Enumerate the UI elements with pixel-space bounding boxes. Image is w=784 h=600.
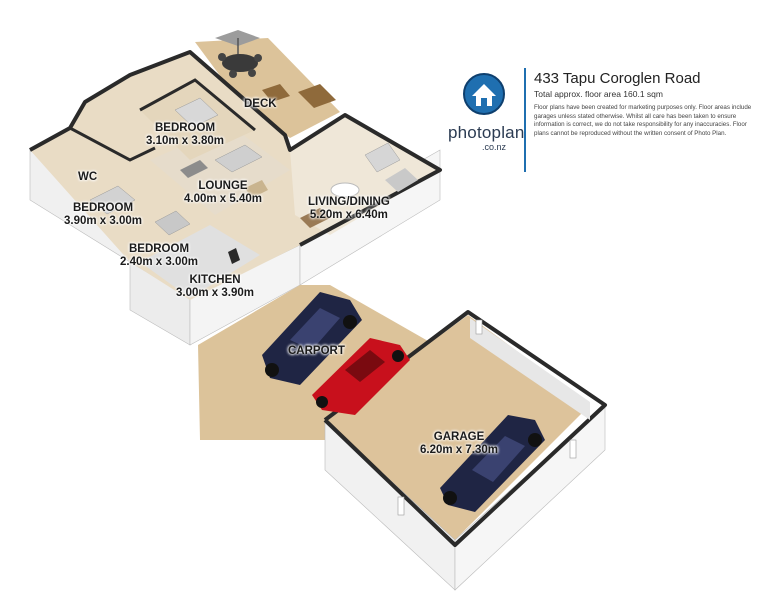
inner-wall-tops: [69, 126, 156, 162]
living-floor: [290, 115, 440, 235]
room-name: DECK: [244, 98, 277, 110]
room-name: BEDROOM: [154, 122, 216, 134]
room-label-carport: CARPORT: [288, 345, 345, 358]
property-address: 433 Tapu Coroglen Road: [534, 70, 701, 87]
living-furniture: [300, 142, 418, 228]
room-label-deck: DECK: [244, 98, 277, 111]
deck-bench: [262, 84, 336, 108]
room-name: GARAGE: [433, 431, 485, 443]
room-name: CARPORT: [288, 345, 345, 357]
patio-umbrella: [215, 30, 262, 78]
kitchen-floor: [140, 225, 260, 298]
brand-name: photoplan: [448, 123, 525, 142]
room-name: LOUNGE: [198, 180, 248, 192]
room-size: 3.90m x 3.00m: [64, 215, 143, 227]
room-name: WC: [78, 171, 98, 183]
room-label-wc: WC: [78, 171, 97, 184]
lounge-furniture: [180, 144, 268, 198]
room-size: 3.10m x 3.80m: [146, 135, 225, 147]
carport-navy-car: [262, 292, 362, 385]
brand-divider: [524, 68, 526, 172]
room-label-garage: GARAGE 6.20m x 7.30m: [420, 431, 498, 457]
bedroom-furniture: [89, 97, 240, 264]
room-size: 6.20m x 7.30m: [420, 444, 499, 456]
room-label-bedroom-1: BEDROOM 3.10m x 3.80m: [146, 122, 224, 148]
disclaimer-text: Floor plans have been created for market…: [534, 104, 752, 137]
floor-area: Total approx. floor area 160.1 sqm: [534, 89, 663, 99]
room-label-lounge: LOUNGE 4.00m x 5.40m: [184, 180, 262, 206]
room-label-bedroom-3: BEDROOM 2.40m x 3.00m: [120, 243, 198, 269]
room-label-living-dining: LIVING/DINING 5.20m x 6.40m: [308, 196, 390, 222]
garage-inner-wall: [470, 318, 590, 420]
room-size: 3.00m x 3.90m: [176, 287, 255, 299]
room-size: 2.40m x 3.00m: [120, 256, 199, 268]
room-name: BEDROOM: [128, 243, 190, 255]
garage-windows: [397, 319, 577, 516]
room-label-bedroom-2: BEDROOM 3.90m x 3.00m: [64, 202, 142, 228]
room-label-kitchen: KITCHEN 3.00m x 3.90m: [176, 274, 254, 300]
brand-block: photoplan .co.nz 433 Tapu Coroglen Road …: [446, 68, 751, 178]
brand-domain: .co.nz: [482, 142, 507, 152]
room-size: 4.00m x 5.40m: [184, 193, 263, 205]
carport-red-car: [312, 338, 410, 415]
photoplan-logo-icon: [463, 73, 505, 115]
room-name: LIVING/DINING: [308, 196, 390, 208]
bedroom-wall-tops: [139, 78, 256, 132]
room-size: 5.20m x 6.40m: [309, 209, 388, 221]
garage-navy-car: [440, 415, 545, 512]
house-wall-tops: [29, 50, 442, 247]
room-name: BEDROOM: [72, 202, 134, 214]
room-name: KITCHEN: [189, 274, 241, 286]
garage-wall-tops: [323, 310, 607, 547]
